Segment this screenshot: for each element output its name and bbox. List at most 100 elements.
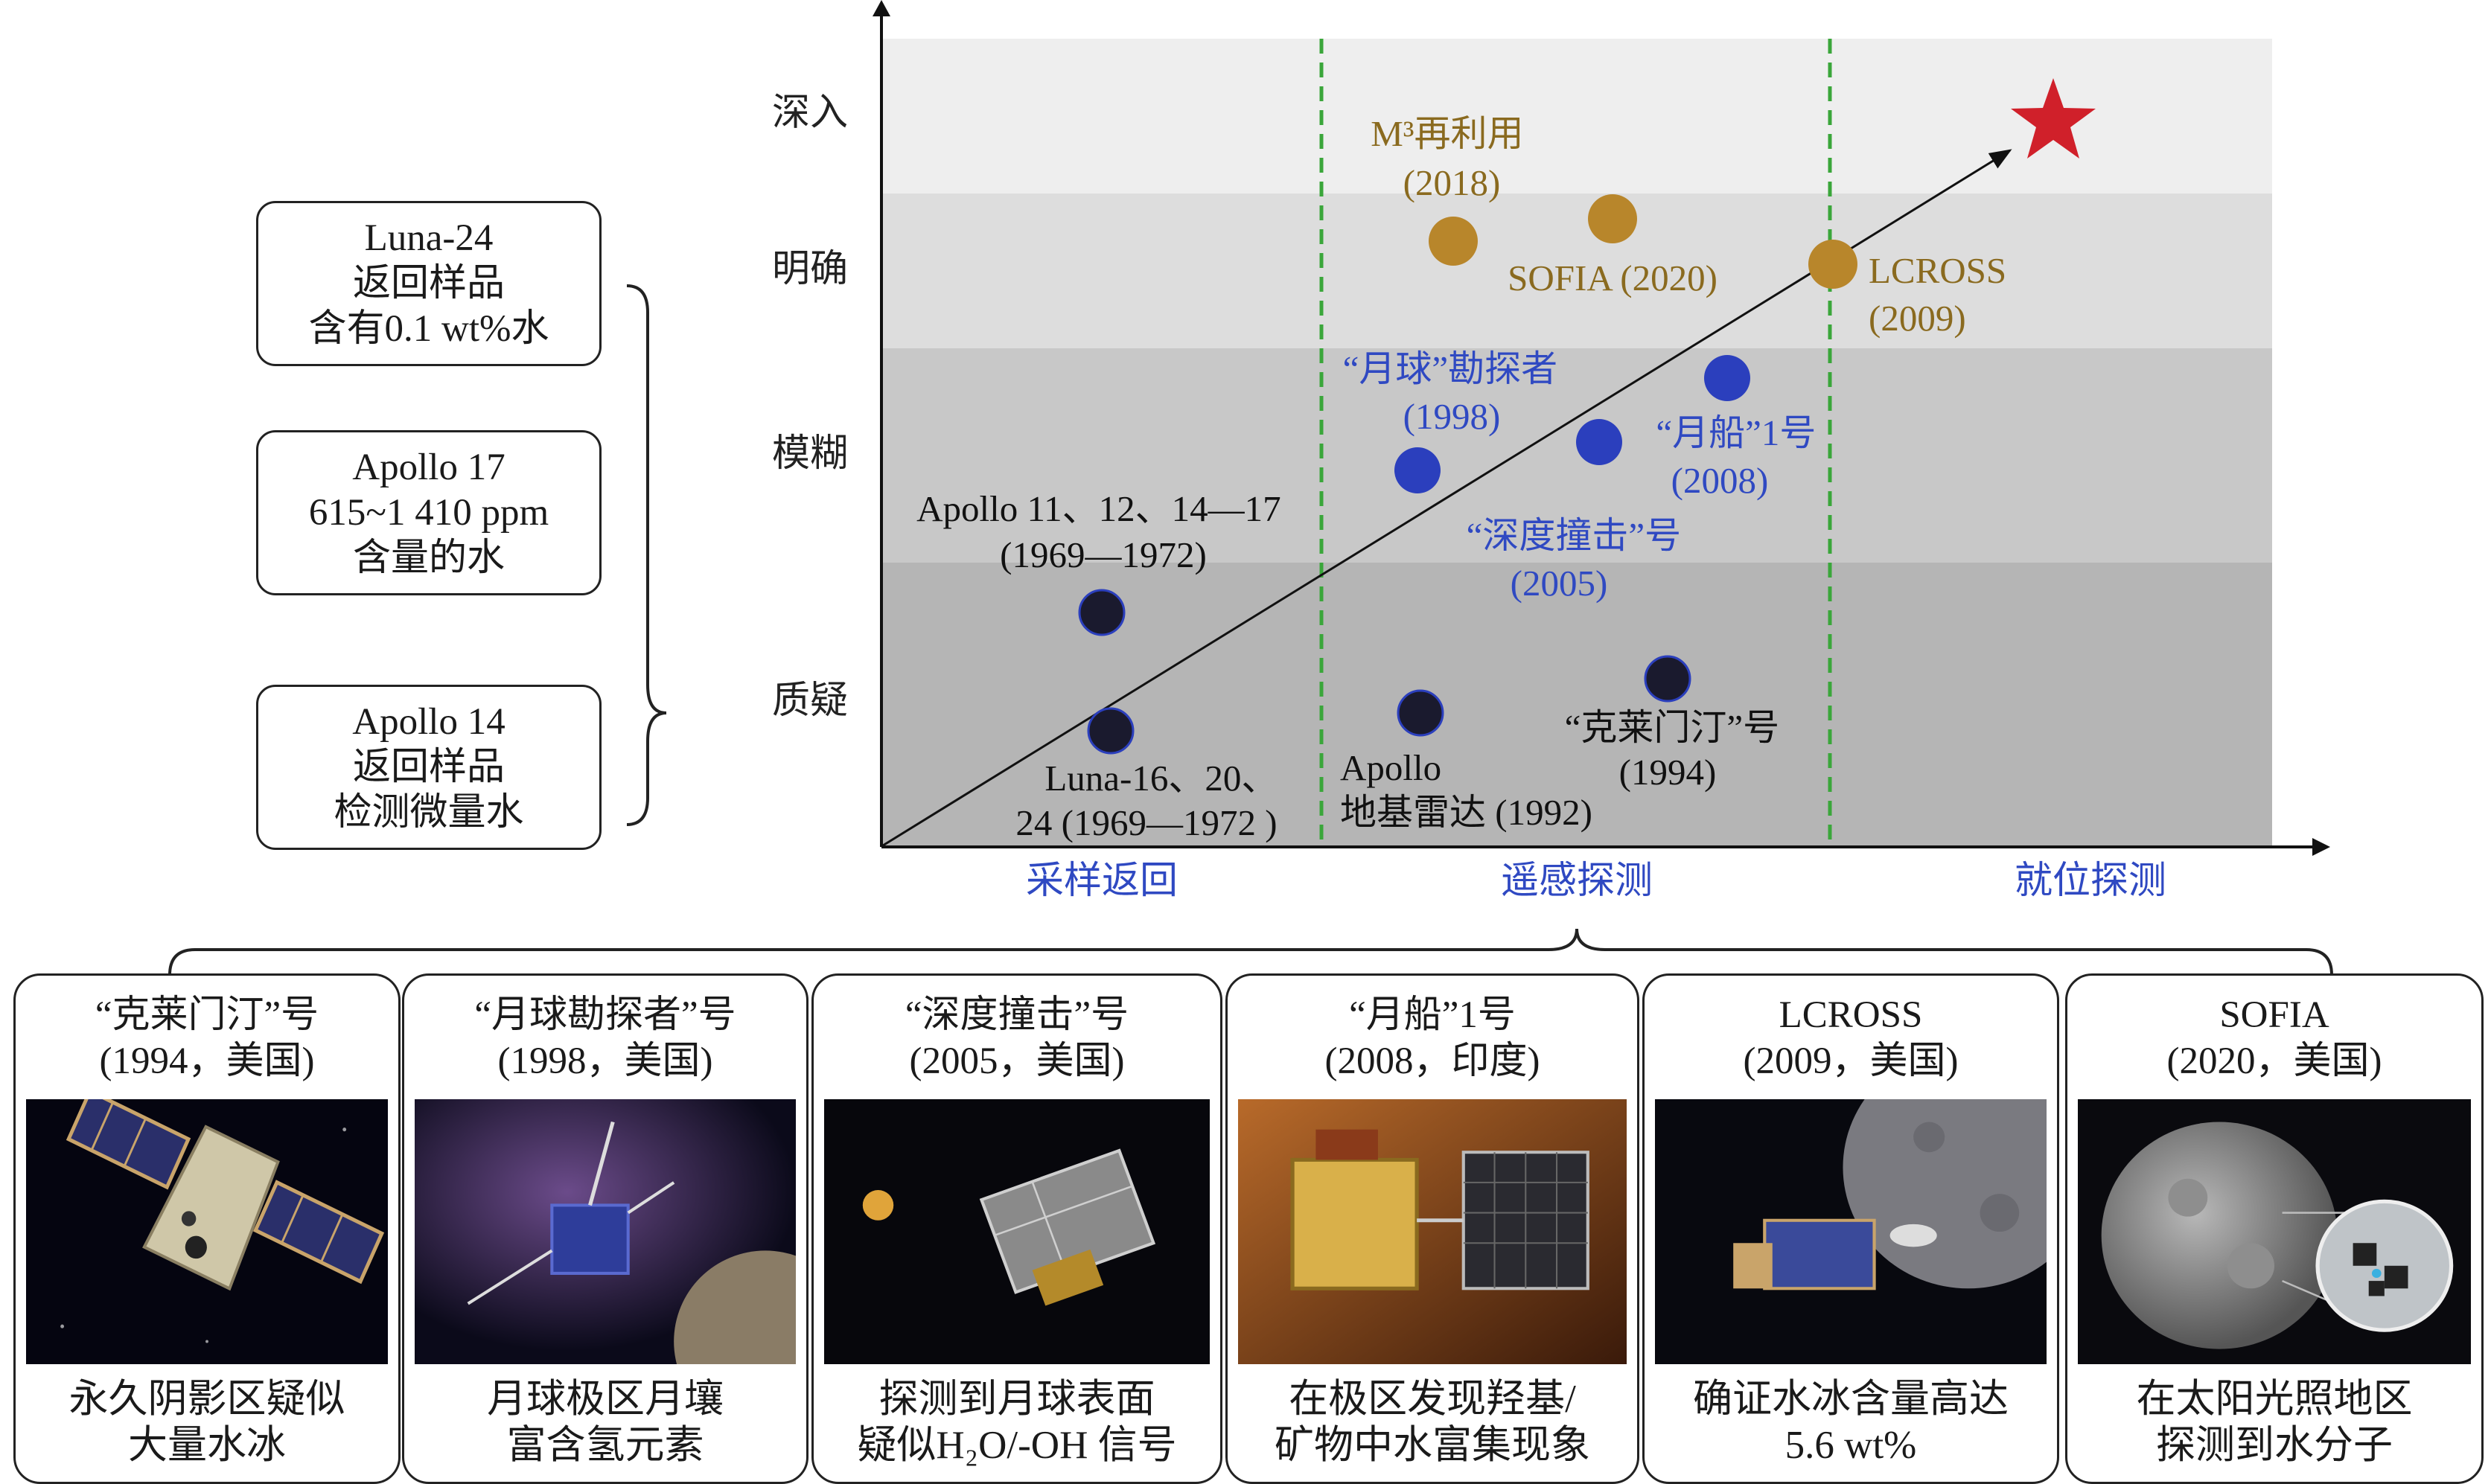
mission-label-line: (2008) <box>1671 460 1769 501</box>
mission-dot-clementine <box>1644 655 1691 703</box>
mission-label-line: M³再利用 <box>1371 113 1523 154</box>
panel-title-line: “月球勘探者”号 <box>474 994 736 1036</box>
panel-desc: 确证水冰含量高达 5.6 wt% <box>1645 1376 2057 1468</box>
band-vague <box>881 348 2272 563</box>
panel-desc: 永久阴影区疑似 大量水冰 <box>16 1376 398 1468</box>
x-category-sample-return: 采样返回 <box>1026 860 1178 902</box>
panel-title-line: “克莱门汀”号 <box>95 994 319 1036</box>
mission-dot-prospector <box>1394 447 1441 493</box>
x-axis-arrowhead <box>2312 838 2330 856</box>
mission-label-line: “克莱门汀”号 <box>1565 707 1780 748</box>
deep-impact-spacecraft-image <box>824 1099 1210 1364</box>
mission-label-prospector: “月球”勘探者 (1998) <box>1343 348 1567 437</box>
mission-label-line: (1969—1972) <box>1000 534 1207 575</box>
sofia-moon-image <box>2078 1099 2471 1364</box>
mission-label-lcross: LCROSS (2009) <box>1869 250 2015 339</box>
mission-label-line: (2009) <box>1869 298 1966 339</box>
sample-box-line: 返回样品 <box>352 262 505 304</box>
panel-desc-line: 疑似H₂O/-OH 信号 <box>857 1424 1177 1467</box>
panel-desc-line: 确证水冰含量高达 <box>1693 1378 2009 1421</box>
y-level-vague: 模糊 <box>772 433 848 475</box>
sample-box-line: 含有0.1 wt%水 <box>308 307 549 350</box>
mission-dot-lcross <box>1808 240 1857 289</box>
panel-desc-line: 富含氢元素 <box>506 1424 704 1467</box>
chandrayaan-spacecraft-image <box>1238 1099 1627 1364</box>
panel-desc: 在太阳光照地区 探测到水分子 <box>2067 1376 2481 1468</box>
sample-box-apollo17: Apollo 17 615~1 410 ppm 含量的水 <box>256 430 602 595</box>
panel-title: “月球勘探者”号 (1998，美国) <box>404 992 806 1084</box>
sample-box-line: 检测微量水 <box>334 791 524 834</box>
mission-dot-apollo <box>1078 589 1126 636</box>
mission-label-radar: Apollo 地基雷达 (1992) <box>1340 747 1592 833</box>
panel-title-line: SOFIA <box>2219 994 2329 1036</box>
panel-lcross: LCROSS (2009，美国) 确证水冰含量高达 5.6 wt% <box>1642 973 2059 1484</box>
panel-desc: 探测到月球表面 疑似H₂O/-OH 信号 <box>814 1376 1220 1468</box>
mission-label-chandrayaan: “月船”1号 (2008) <box>1656 412 1825 501</box>
panel-title: “月船”1号 (2008，印度) <box>1228 992 1637 1084</box>
panel-title-line: (1998，美国) <box>497 1040 713 1082</box>
star-icon <box>2011 78 2096 159</box>
mission-label-line: (1998) <box>1403 396 1501 437</box>
panel-desc-line: 在极区发现羟基/ <box>1289 1378 1576 1421</box>
panel-desc: 在极区发现羟基/ 矿物中水富集现象 <box>1228 1376 1637 1468</box>
mission-dot-radar <box>1397 689 1444 737</box>
panel-title-line: LCROSS <box>1779 994 1923 1036</box>
panel-title: SOFIA (2020，美国) <box>2067 992 2481 1084</box>
panel-desc-line: 月球极区月壤 <box>487 1378 724 1421</box>
panel-title-line: (2008，印度) <box>1324 1040 1540 1082</box>
mission-label-line: 24 (1969—1972 ) <box>1015 802 1277 843</box>
sample-box-luna24: Luna-24 返回样品 含有0.1 wt%水 <box>256 201 602 366</box>
panel-desc-line: 探测到月球表面 <box>878 1378 1155 1421</box>
sample-box-line: Luna-24 <box>364 217 494 259</box>
panel-deep-impact: “深度撞击”号 (2005，美国) 探测到月球表面 疑似H₂O/-OH 信号 <box>811 973 1222 1484</box>
sample-box-line: Apollo 17 <box>352 446 505 488</box>
x-category-remote-sensing: 遥感探测 <box>1501 860 1653 902</box>
mission-label-m3: M³再利用 (2018) <box>1371 113 1533 203</box>
prospector-spacecraft-image <box>415 1099 796 1364</box>
band-clear <box>881 194 2272 348</box>
bottom-brace <box>168 928 2333 976</box>
mission-label-line: (1994) <box>1619 752 1717 793</box>
mission-label-line: 地基雷达 (1992) <box>1340 792 1592 833</box>
mission-dot-luna <box>1087 707 1135 755</box>
mission-label-line: (2005) <box>1511 563 1608 604</box>
mission-label-line: (2018) <box>1403 162 1501 203</box>
panel-chandrayaan: “月船”1号 (2008，印度) 在极区发现羟基/ 矿物中水富集现象 <box>1225 973 1639 1484</box>
panel-title-line: (1994，美国) <box>99 1040 315 1082</box>
mission-label-line: LCROSS <box>1869 250 2006 291</box>
y-level-doubt: 质疑 <box>772 680 848 722</box>
clementine-spacecraft-image <box>26 1099 388 1364</box>
panel-desc: 月球极区月壤 富含氢元素 <box>404 1376 806 1468</box>
panel-desc-line: 永久阴影区疑似 <box>68 1378 345 1421</box>
y-level-deep: 深入 <box>772 92 848 134</box>
sample-box-line: 含量的水 <box>352 537 505 579</box>
panel-sofia: SOFIA (2020，美国) 在太阳光照地区 探测到水分子 <box>2065 973 2484 1484</box>
panel-title: LCROSS (2009，美国) <box>1645 992 2057 1084</box>
mission-label-line: “深度撞击”号 <box>1467 515 1682 556</box>
panel-desc-line: 矿物中水富集现象 <box>1275 1424 1590 1467</box>
panel-desc-line: 大量水冰 <box>128 1424 286 1467</box>
panel-title: “深度撞击”号 (2005，美国) <box>814 992 1220 1084</box>
panel-title-line: (2005，美国) <box>909 1040 1125 1082</box>
lcross-spacecraft-image <box>1655 1099 2047 1364</box>
mission-dot-chandrayaan <box>1704 355 1750 401</box>
mission-dot-deep-impact <box>1576 419 1622 465</box>
mission-label-luna: Luna-16、20、 24 (1969—1972 ) <box>1015 758 1286 843</box>
y-level-clear: 明确 <box>772 249 848 290</box>
mission-label-line: SOFIA (2020) <box>1508 258 1717 298</box>
mission-label-sofia: SOFIA (2020) <box>1508 258 1717 298</box>
x-category-in-situ: 就位探测 <box>2015 860 2166 902</box>
panel-desc-line: 5.6 wt% <box>1784 1424 1917 1467</box>
left-brace <box>626 284 667 826</box>
panel-title-line: (2009，美国) <box>1743 1040 1959 1082</box>
panel-clementine: “克莱门汀”号 (1994，美国) 永久阴影区疑似 大量水冰 <box>13 973 401 1484</box>
mission-label-deep-impact: “深度撞击”号 (2005) <box>1467 515 1691 604</box>
mission-label-line: Luna-16、20、 <box>1044 758 1278 799</box>
mission-dot-sofia <box>1588 194 1637 243</box>
mission-label-line: “月船”1号 <box>1656 412 1816 453</box>
panel-desc-line: 探测到水分子 <box>2156 1424 2393 1467</box>
y-axis-arrowhead <box>873 0 890 16</box>
mission-label-apollo: Apollo 11、12、14—17 (1969—1972) <box>916 488 1290 575</box>
panel-title-line: “深度撞击”号 <box>905 994 1129 1036</box>
